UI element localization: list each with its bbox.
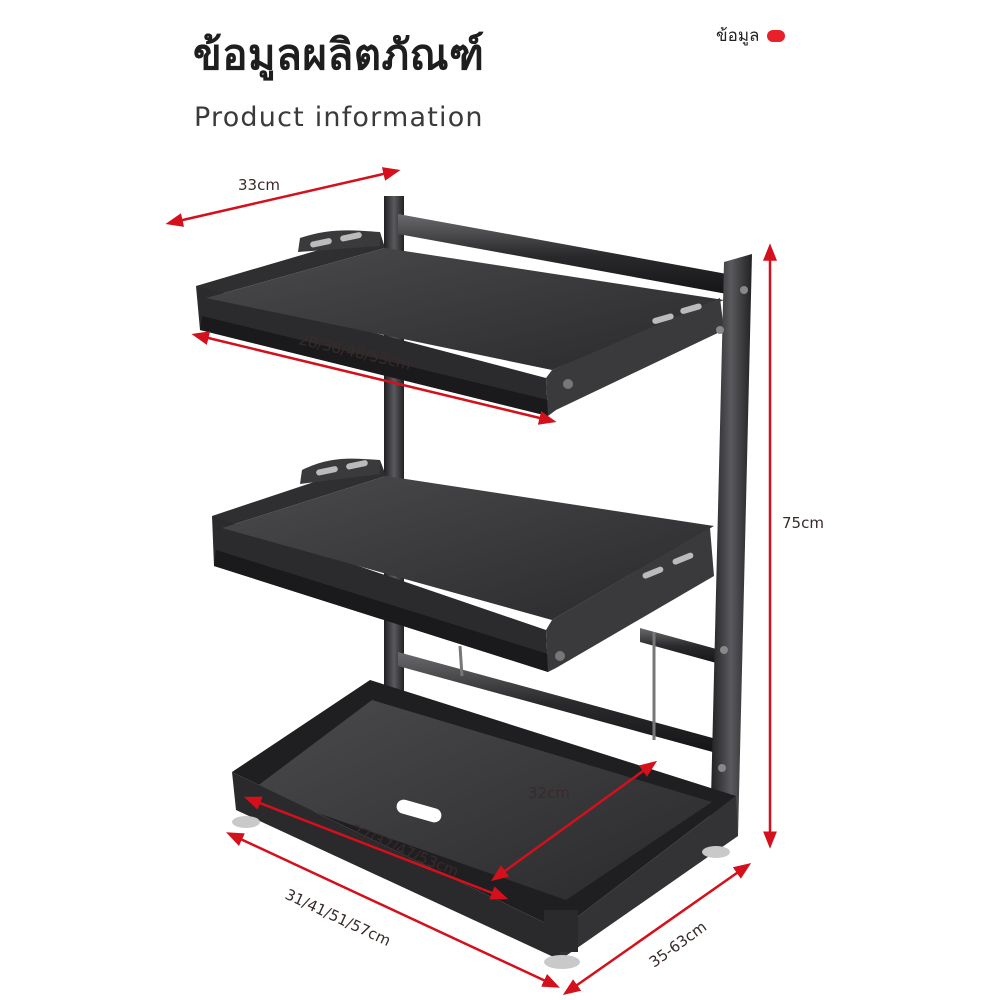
page-title: ข้อมูลผลิตภัณฑ์ bbox=[193, 30, 485, 79]
dimension-lines bbox=[165, 167, 777, 996]
info-badge-label: ข้อมูล bbox=[716, 26, 760, 46]
dim-top-depth: 33cm bbox=[238, 176, 280, 194]
dim-base-outer-width: 31/41/51/57cm bbox=[282, 885, 393, 950]
front-post-right bbox=[710, 254, 752, 840]
page-subtitle: Product information bbox=[194, 102, 484, 133]
dim-base-depth: 32cm bbox=[528, 784, 570, 802]
dim-base-side: 35-63cm bbox=[646, 918, 710, 972]
info-badge: ข้อมูล bbox=[716, 22, 786, 49]
lower-rails bbox=[398, 628, 720, 754]
top-rail bbox=[398, 214, 738, 296]
dim-height: 75cm bbox=[782, 514, 824, 532]
middle-shelf bbox=[212, 458, 714, 672]
red-dot-icon bbox=[767, 29, 786, 42]
top-shelf bbox=[196, 230, 724, 416]
